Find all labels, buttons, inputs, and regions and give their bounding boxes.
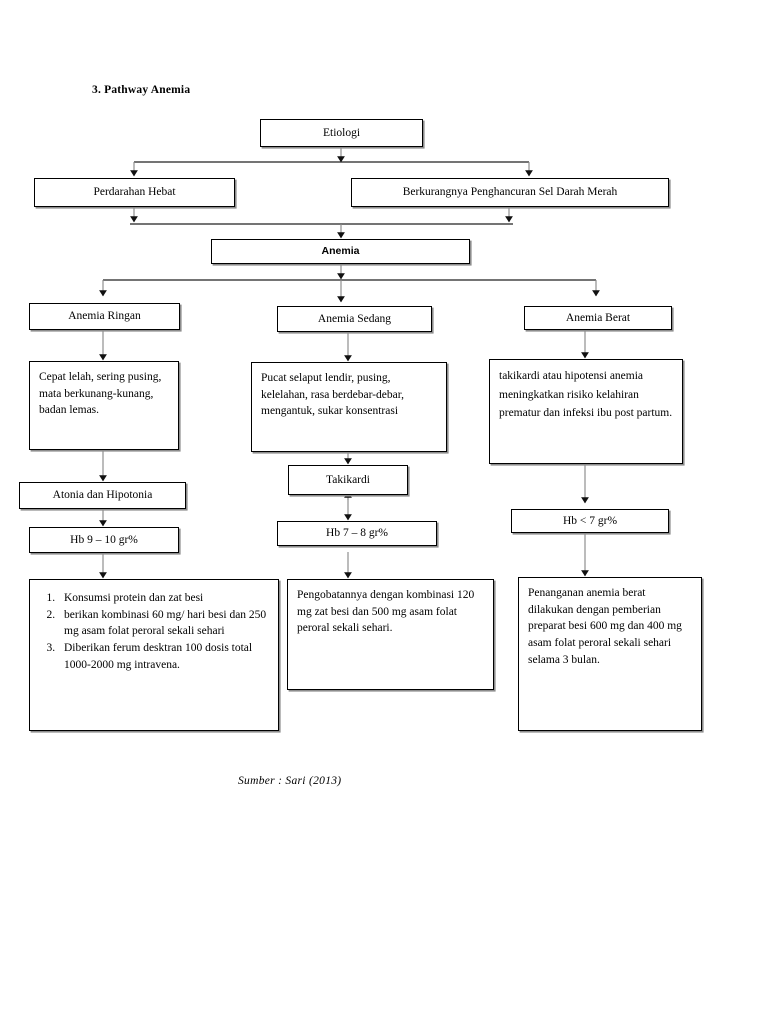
list-item: Konsumsi protein dan zat besi xyxy=(58,590,270,607)
node-perdarahan-hebat-label: Perdarahan Hebat xyxy=(93,186,176,199)
source-caption: Sumber : Sari (2013) xyxy=(238,775,342,787)
node-gejala-berat[interactable]: takikardi atau hipotensi anemia meningka… xyxy=(489,359,683,464)
list-item: Diberikan ferum desktran 100 dosis total… xyxy=(58,640,270,673)
node-terapi-ringan[interactable]: Konsumsi protein dan zat besi berikan ko… xyxy=(29,579,279,731)
node-anemia-ringan[interactable]: Anemia Ringan xyxy=(29,303,180,330)
node-berkurangnya-penghancuran[interactable]: Berkurangnya Penghancuran Sel Darah Mera… xyxy=(351,178,669,207)
list-item: berikan kombinasi 60 mg/ hari besi dan 2… xyxy=(58,607,270,640)
node-anemia-sedang-label: Anemia Sedang xyxy=(317,312,392,325)
node-anemia[interactable]: Anemia xyxy=(211,239,470,264)
node-terapi-berat[interactable]: Penanganan anemia berat dilakukan dengan… xyxy=(518,577,702,731)
node-anemia-berat[interactable]: Anemia Berat xyxy=(524,306,672,330)
node-takikardi-label: Takikardi xyxy=(326,473,370,486)
node-gejala-berat-label: takikardi atau hipotensi anemia meningka… xyxy=(499,370,673,420)
node-atonia-hipotonia[interactable]: Atonia dan Hipotonia xyxy=(19,482,186,509)
node-anemia-berat-label: Anemia Berat xyxy=(565,311,631,324)
node-gejala-ringan[interactable]: Cepat lelah, sering pusing, mata berkuna… xyxy=(29,361,179,450)
terapi-ringan-list: Konsumsi protein dan zat besi berikan ko… xyxy=(36,590,270,673)
node-hb-berat[interactable]: Hb < 7 gr% xyxy=(511,509,669,533)
node-berkurangnya-penghancuran-label: Berkurangnya Penghancuran Sel Darah Mera… xyxy=(402,186,618,199)
node-hb-berat-label: Hb < 7 gr% xyxy=(562,514,618,527)
node-anemia-label: Anemia xyxy=(321,244,360,257)
node-anemia-ringan-label: Anemia Ringan xyxy=(68,310,141,323)
node-etiologi-label: Etiologi xyxy=(322,126,361,139)
node-terapi-sedang[interactable]: Pengobatannya dengan kombinasi 120 mg za… xyxy=(287,579,494,690)
node-anemia-sedang[interactable]: Anemia Sedang xyxy=(277,306,432,332)
node-hb-ringan[interactable]: Hb 9 – 10 gr% xyxy=(29,527,179,553)
node-perdarahan-hebat[interactable]: Perdarahan Hebat xyxy=(34,178,235,207)
node-etiologi[interactable]: Etiologi xyxy=(260,119,423,147)
page-title: 3. Pathway Anemia xyxy=(92,84,191,96)
node-hb-sedang[interactable]: Hb 7 – 8 gr% xyxy=(277,521,437,546)
node-gejala-sedang-label: Pucat selaput lendir, pusing, kelelahan,… xyxy=(261,372,404,418)
node-gejala-ringan-label: Cepat lelah, sering pusing, mata berkuna… xyxy=(39,371,162,417)
node-gejala-sedang[interactable]: Pucat selaput lendir, pusing, kelelahan,… xyxy=(251,362,447,452)
node-terapi-sedang-label: Pengobatannya dengan kombinasi 120 mg za… xyxy=(297,589,475,635)
node-terapi-berat-label: Penanganan anemia berat dilakukan dengan… xyxy=(528,587,682,666)
node-atonia-hipotonia-label: Atonia dan Hipotonia xyxy=(52,489,153,502)
node-takikardi[interactable]: Takikardi xyxy=(288,465,408,495)
node-hb-sedang-label: Hb 7 – 8 gr% xyxy=(326,527,388,540)
node-hb-ringan-label: Hb 9 – 10 gr% xyxy=(70,533,138,546)
